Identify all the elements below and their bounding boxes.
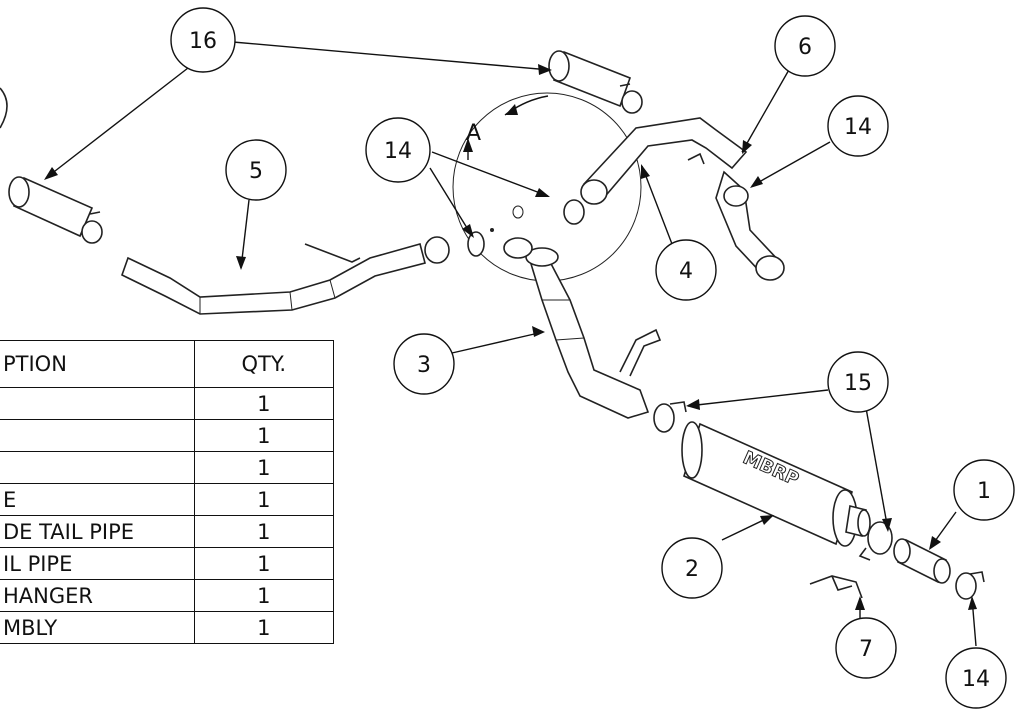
table-row: IL PIPE 1 <box>0 547 335 580</box>
bom-qty: 1 <box>193 451 335 484</box>
table-row: 1 <box>0 451 335 484</box>
bom-qty: 1 <box>193 387 335 420</box>
bom-qty: 1 <box>193 419 335 452</box>
balloon-2-label: 2 <box>685 557 699 582</box>
bom-header-qty: QTY. <box>193 340 335 388</box>
bom-description <box>0 419 195 452</box>
bom-qty: 1 <box>193 547 335 580</box>
detail-a-label: A <box>466 121 481 146</box>
part-7-hanger <box>809 575 863 599</box>
cropped-arc <box>0 87 8 129</box>
detail-a-arrowhead <box>505 104 518 115</box>
balloon-14-bottom-label: 14 <box>962 667 990 692</box>
table-row: DE TAIL PIPE 1 <box>0 515 335 548</box>
table-row: 1 <box>0 387 335 420</box>
balloon-6-label: 6 <box>798 35 812 60</box>
detail-port <box>512 205 524 219</box>
part-3-mid-pipe <box>503 237 662 419</box>
balloon-4: 4 <box>655 239 717 301</box>
balloon-7: 7 <box>835 617 897 679</box>
table-row: E 1 <box>0 483 335 516</box>
bom-description: DE TAIL PIPE <box>0 515 195 548</box>
part-14-clamp-center <box>563 199 585 225</box>
balloon-1-label: 1 <box>977 479 991 504</box>
table-row: HANGER 1 <box>0 579 335 612</box>
balloon-4-label: 4 <box>679 259 693 284</box>
bom-description: MBLY <box>0 611 195 644</box>
detail-bolt <box>490 228 494 232</box>
bom-qty: 1 <box>193 611 335 644</box>
balloon-3-label: 3 <box>417 353 431 378</box>
balloon-14-center-label: 14 <box>384 139 412 164</box>
bom-description: E <box>0 483 195 516</box>
balloon-16-upper: 16 <box>170 7 236 73</box>
table-row: MBLY 1 <box>0 611 335 644</box>
balloon-15-label: 15 <box>844 371 872 396</box>
balloon-6: 6 <box>774 15 836 77</box>
part-1-short-pipe <box>893 538 951 584</box>
balloon-3: 3 <box>393 333 455 395</box>
bom-description: IL PIPE <box>0 547 195 580</box>
part-15-clamp-outlet <box>858 521 893 561</box>
bill-of-materials-table: PTION QTY. 1 1 1 E 1 DE TAIL PIPE 1 IL P… <box>0 340 335 644</box>
part-14-clamp-left <box>467 231 485 257</box>
balloon-5: 5 <box>225 139 287 201</box>
bom-qty: 1 <box>193 579 335 612</box>
balloon-7-label: 7 <box>859 637 873 662</box>
detail-a-stem-arrowhead <box>463 138 473 152</box>
part-14-clamp-end <box>955 571 985 600</box>
leader-lines <box>44 41 977 647</box>
balloon-1: 1 <box>953 459 1015 521</box>
balloon-16-upper-label: 16 <box>189 29 217 54</box>
balloon-15: 15 <box>827 351 889 413</box>
part-2-muffler: MBRP <box>681 421 871 547</box>
balloon-14-bottom: 14 <box>945 647 1007 709</box>
table-row: 1 <box>0 419 335 452</box>
bom-description <box>0 451 195 484</box>
balloon-5-label: 5 <box>249 159 263 184</box>
balloon-2: 2 <box>661 537 723 599</box>
balloon-14-right: 14 <box>827 95 889 157</box>
balloon-14-center: 14 <box>365 117 431 183</box>
bom-qty: 1 <box>193 483 335 516</box>
bom-header-description: PTION <box>0 340 195 388</box>
bom-description <box>0 387 195 420</box>
part-16-tip-upper <box>548 50 643 114</box>
part-15-clamp-inlet <box>653 401 687 433</box>
bom-header-row: PTION QTY. <box>0 340 335 388</box>
bom-qty: 1 <box>193 515 335 548</box>
part-14-clamp-right <box>723 185 749 207</box>
part-16-tip-left <box>8 176 103 244</box>
bom-description: HANGER <box>0 579 195 612</box>
balloon-14-right-label: 14 <box>844 115 872 140</box>
part-5-tail-pipe <box>121 236 450 315</box>
